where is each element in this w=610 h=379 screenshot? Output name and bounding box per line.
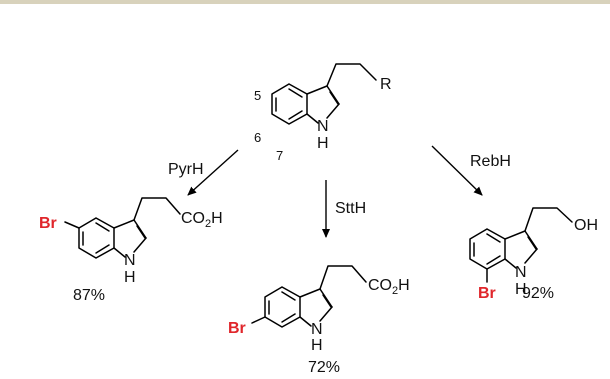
r-group-label: R <box>380 76 392 93</box>
yield-right: 92% <box>522 285 554 302</box>
position-7-label: 7 <box>276 148 283 163</box>
position-6-label: 6 <box>254 130 261 145</box>
indole-n-left: N <box>124 252 136 269</box>
enzyme-label-right: RebH <box>470 153 511 170</box>
yield-left: 87% <box>73 287 105 304</box>
indole-h-label: H <box>317 135 329 152</box>
carboxyl-label-left: CO2H <box>181 210 223 230</box>
arrow-left <box>187 149 239 196</box>
position-5-label: 5 <box>254 88 261 103</box>
product-right: OH N H Br 92% <box>469 207 598 302</box>
top-rule <box>0 0 610 4</box>
yield-middle: 72% <box>308 359 340 376</box>
indole-h-middle: H <box>311 337 323 354</box>
arrow-right <box>431 145 483 196</box>
hydroxyl-label-right: OH <box>574 217 598 234</box>
indole-h-right: H <box>515 281 527 298</box>
enzyme-label-left: PyrH <box>168 161 204 178</box>
bromo-label-right: Br <box>478 285 496 302</box>
indole-n-middle: N <box>311 321 323 338</box>
indole-n-right: N <box>515 264 527 281</box>
indole-n-label: N <box>317 118 329 135</box>
carboxyl-label-middle: CO2H <box>368 277 410 297</box>
bromo-label-middle: Br <box>228 320 246 337</box>
starting-indole: R N H 5 6 7 <box>254 63 392 163</box>
indole-h-left: H <box>124 269 136 286</box>
enzyme-label-middle: SttH <box>335 200 366 217</box>
product-middle: Br CO2H N H 72% <box>228 265 410 376</box>
bromo-label-left: Br <box>39 215 57 232</box>
product-left: Br CO2H N H 87% <box>39 197 223 304</box>
